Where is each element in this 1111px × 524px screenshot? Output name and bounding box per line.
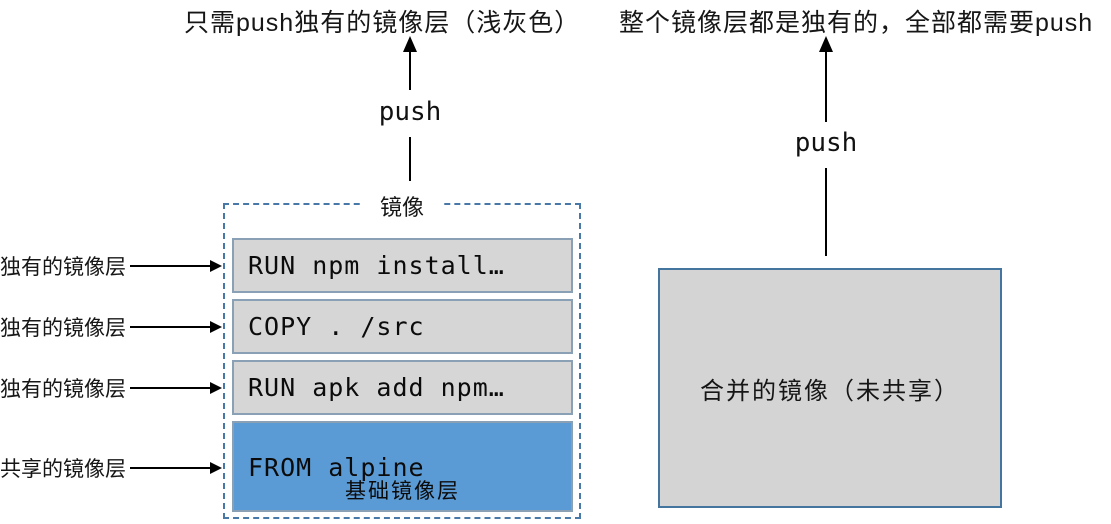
push-label-left: push	[378, 97, 442, 127]
merged-image-label: 合并的镜像（未共享）	[700, 377, 960, 405]
label-row-unique-2: 独有的镜像层	[0, 314, 222, 340]
arrow-right-icon	[210, 382, 222, 394]
layer-copy-src: COPY . /src	[232, 299, 573, 354]
caption-merged-layers: 整个镜像层都是独有的，全部都需要push	[619, 9, 1094, 37]
layer-side-label: 独有的镜像层	[0, 317, 126, 340]
arrow-right-icon	[210, 321, 222, 333]
image-dashed-box: 镜像	[223, 190, 581, 519]
arrow-line	[130, 467, 210, 469]
arrow-right-icon	[210, 462, 222, 474]
layer-side-label: 共享的镜像层	[0, 458, 126, 481]
layer-code: RUN apk add npm…	[248, 373, 505, 402]
label-row-unique-3: 独有的镜像层	[0, 375, 222, 401]
layer-side-label: 独有的镜像层	[0, 256, 126, 279]
image-box-title: 镜像	[359, 190, 445, 222]
layer-code: RUN npm install…	[248, 251, 505, 280]
arrow-line	[409, 50, 411, 90]
caption-unique-layers: 只需push独有的镜像层（浅灰色）	[184, 9, 581, 37]
arrow-line	[409, 137, 411, 181]
arrow-right-icon	[210, 260, 222, 272]
layer-run-npm-install: RUN npm install…	[232, 238, 573, 293]
arrow-line	[825, 168, 827, 256]
arrow-up-icon	[819, 36, 833, 52]
layer-code: FROM alpine	[248, 453, 425, 482]
arrow-up-icon	[403, 36, 417, 52]
merged-image-box: 合并的镜像（未共享）	[658, 268, 1002, 508]
arrow-line	[130, 387, 210, 389]
label-row-shared: 共享的镜像层	[0, 455, 222, 481]
layer-run-apk-add: RUN apk add npm…	[232, 360, 573, 415]
arrow-line	[825, 50, 827, 122]
layer-side-label: 独有的镜像层	[0, 378, 126, 401]
arrow-line	[130, 326, 210, 328]
push-label-right: push	[794, 128, 858, 158]
label-row-unique-1: 独有的镜像层	[0, 253, 222, 279]
arrow-line	[130, 265, 210, 267]
layer-code: COPY . /src	[248, 312, 425, 341]
layer-from-alpine: FROM alpine 基础镜像层	[232, 421, 573, 512]
base-layer-label: 基础镜像层	[345, 480, 460, 503]
